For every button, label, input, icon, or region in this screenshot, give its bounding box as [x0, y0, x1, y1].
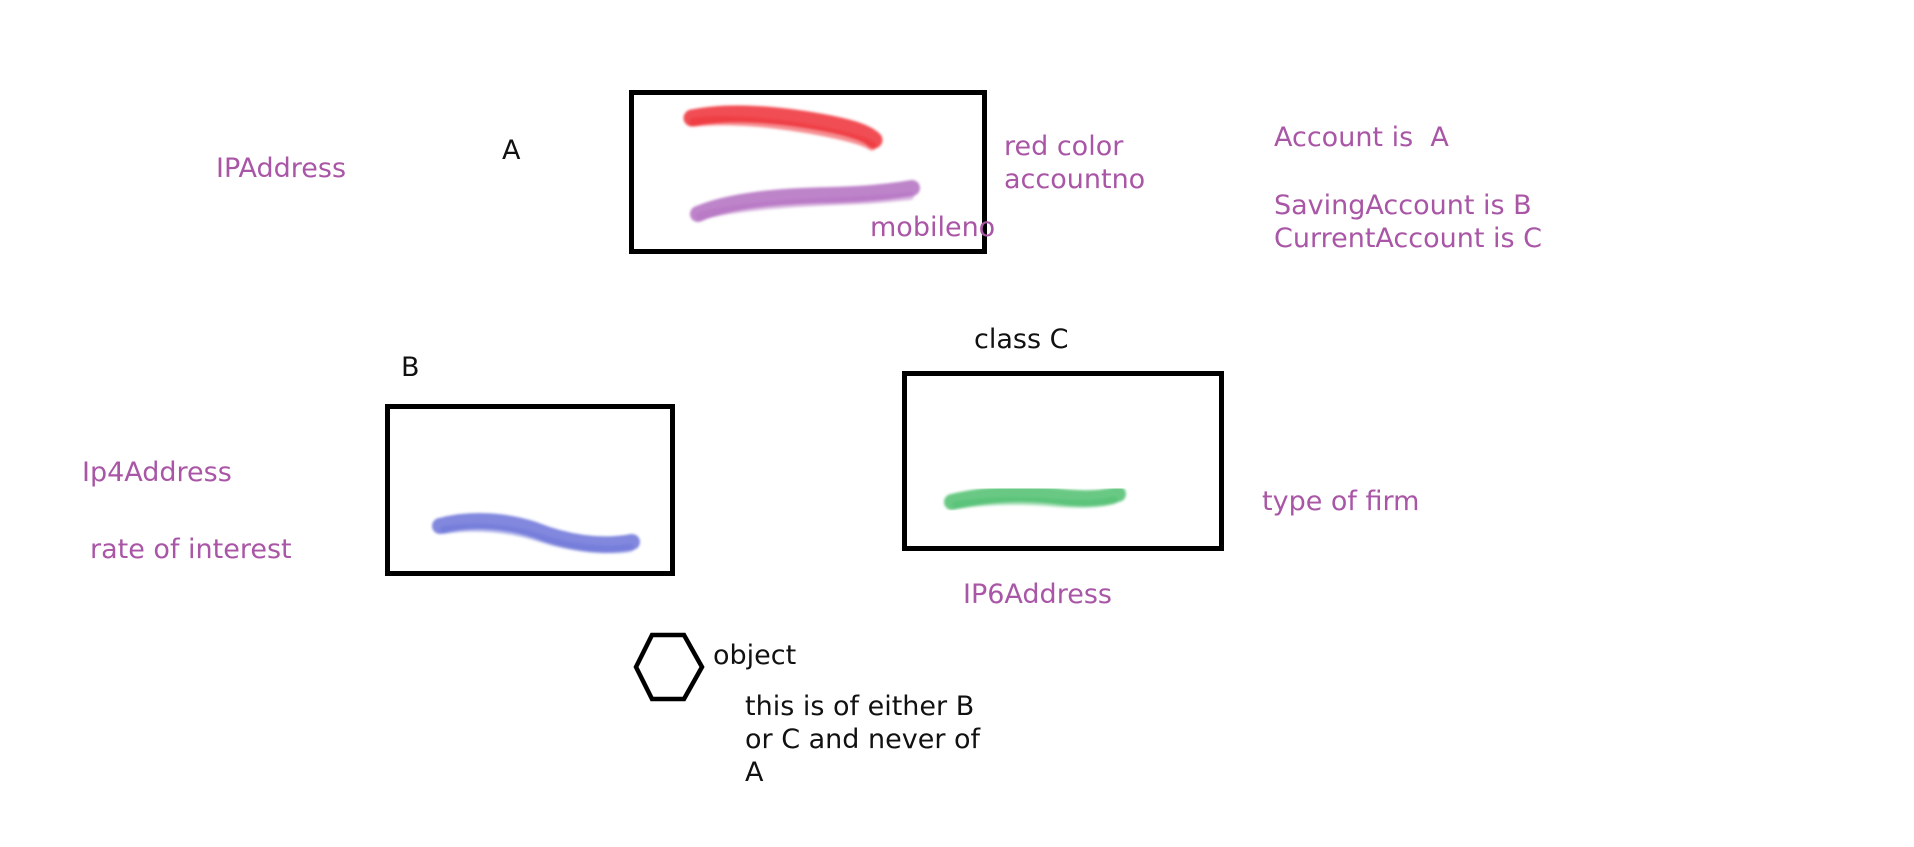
- object-hexagon-icon: [633, 632, 705, 702]
- class-a-label: A: [502, 135, 521, 166]
- class-b-left-note-1: Ip4Address: [82, 457, 232, 488]
- object-note-line-1: this is of either B: [745, 691, 975, 722]
- object-note-line-2: or C and never of: [745, 724, 981, 755]
- object-note-line-3: A: [745, 757, 764, 788]
- class-c-label: class C: [974, 324, 1069, 355]
- class-a-right-note-1: red color: [1004, 131, 1124, 162]
- class-c-bottom-note: IP6Address: [963, 579, 1112, 610]
- legend-line-3: CurrentAccount is C: [1274, 223, 1543, 254]
- class-a-inner-note: mobileno: [870, 212, 996, 243]
- class-b-left-note-2: rate of interest: [90, 534, 292, 565]
- class-a-box: [629, 90, 987, 254]
- class-a-right-note-2: accountno: [1004, 164, 1146, 195]
- class-b-label: B: [401, 352, 420, 383]
- class-b-box: [385, 404, 675, 576]
- class-c-box: [902, 371, 1224, 551]
- legend-line-2: SavingAccount is B: [1274, 190, 1532, 221]
- legend-line-1: Account is A: [1274, 122, 1449, 153]
- class-a-left-note: IPAddress: [216, 153, 347, 184]
- object-label: object: [713, 640, 797, 671]
- class-c-right-note: type of firm: [1262, 486, 1420, 517]
